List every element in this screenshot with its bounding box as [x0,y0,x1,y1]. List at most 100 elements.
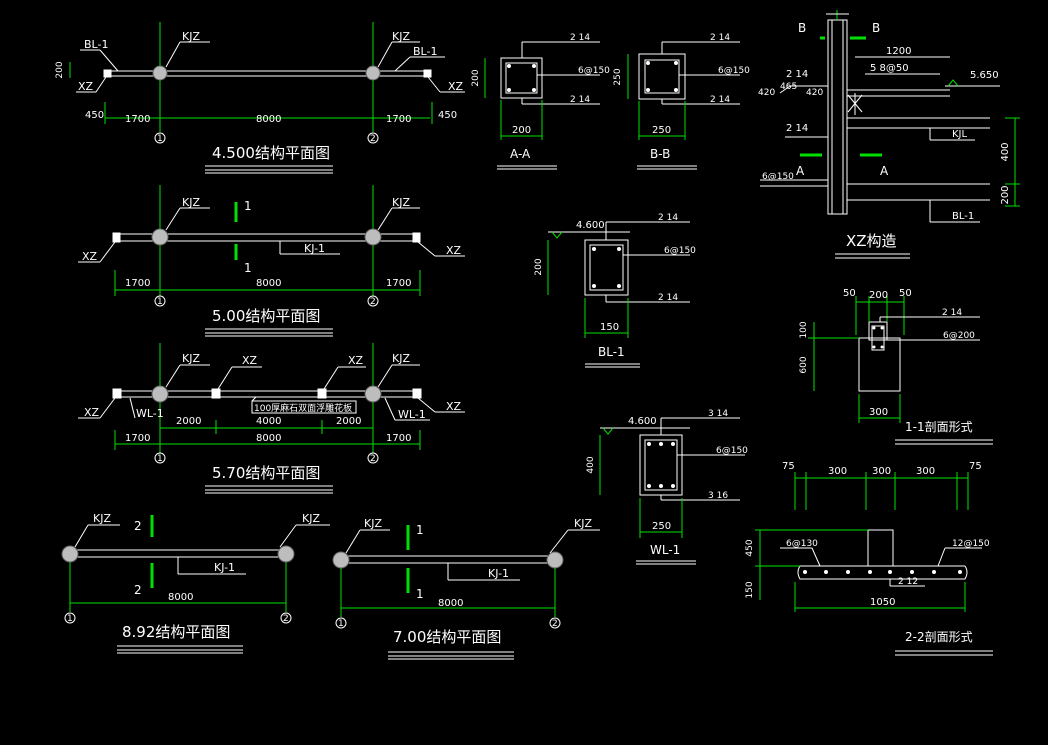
axis-bubble: 2 [370,297,376,307]
section-title: 1-1剖面形式 [905,420,973,434]
elev-label: 4.600 [628,416,657,427]
stirrup-label: 6@150 [718,66,750,76]
dim-label: 450 [745,539,755,556]
kjz-label: KJZ [364,517,382,530]
bl-label: BL-1 [413,45,437,58]
dim-label: 200 [869,290,888,301]
dim-label: 2000 [176,416,201,427]
kjz-column [546,551,564,569]
rebar-label: 2 14 [710,33,730,43]
dim-label: 4000 [256,416,281,427]
dim-label: 200 [471,69,481,86]
dim-label: 200 [512,125,531,136]
dim-label: 1700 [125,278,150,289]
section-mark: A [880,164,889,178]
section-mark: 1 [244,261,252,275]
section-mark: B [798,21,806,35]
dim-label: 450 [85,110,104,121]
kjz-label: KJZ [392,30,410,43]
section-wl1: 4.600 3 14 6@150 3 16 400 250 WL-1 [586,409,748,565]
dim-label: 1700 [386,278,411,289]
note-label: 100厚麻石双面浮雕花板 [254,402,352,414]
plan-700: 1 1 KJZ KJZ KJ-1 8000 1 2 7.00结构平面图 [332,517,600,660]
section-title: A-A [510,147,531,161]
dim-label: 1700 [125,433,150,444]
rebar-label: 2 14 [570,95,590,105]
section-mark: 2 [134,519,142,533]
dim-label: 50 [843,288,856,299]
dim-label: 1050 [870,597,895,608]
section-title: BL-1 [598,345,625,359]
dim-label: 1200 [886,46,911,57]
dim-label: 200 [1000,185,1011,204]
plan-4500: KJZ KJZ BL-1 BL-1 XZ XZ 200 450 450 1700… [55,22,465,174]
dim-label: 300 [872,466,891,477]
bl-label: BL-1 [952,211,974,222]
kj-label: KJ-1 [304,242,325,255]
kj-label: KJ-1 [214,561,235,574]
dim-label: 8000 [256,114,281,125]
kjz-label: KJZ [182,352,200,365]
kjz-column [364,228,382,246]
stirrup-label: 6@200 [943,331,975,341]
kjz-column [365,65,381,81]
kjz-label: KJZ [302,512,320,525]
dim-label: 8000 [168,592,193,603]
plan-title: 7.00结构平面图 [393,628,501,646]
plan-500: 1 1 KJZ KJZ KJ-1 XZ XZ 1700 8000 1700 1 … [78,185,465,337]
dim-label: 250 [652,521,671,532]
dim-label: 420 [758,88,775,98]
rebar-label: 2 14 [570,33,590,43]
dim-label: 1700 [386,114,411,125]
axis-bubble: 2 [370,454,376,464]
dim-label: 600 [799,356,809,373]
plan-570: KJZ KJZ XZ XZ XZ XZ WL-1 WL-1 100厚麻石双面浮雕… [78,343,465,494]
dim-label: 200 [534,258,544,275]
kjz-column [151,385,169,403]
dim-label: 300 [869,407,888,418]
axis-bubble: 1 [157,454,163,464]
kjz-column [364,385,382,403]
wl-label: WL-1 [136,407,164,420]
stirrup-label: 6@150 [664,246,696,256]
dim-label: 1700 [125,114,150,125]
kjz-column [61,545,79,563]
kjz-column [152,65,168,81]
xz-label: XZ [78,80,94,93]
bl-label: BL-1 [84,38,108,51]
section-aa: 2 14 6@150 2 14 200 200 A-A [471,33,610,170]
dim-label: 8000 [256,433,281,444]
axis-bubble: 1 [157,297,163,307]
wl-label: WL-1 [398,408,426,421]
dim-label: 75 [782,461,795,472]
dim-label: 400 [1000,142,1011,161]
rebar-label: 2 14 [786,69,808,80]
plan-title: 5.00结构平面图 [212,307,320,325]
axis-bubble: 1 [338,619,344,629]
stirrup-label: 6@150 [578,66,610,76]
section-mark: A [796,164,805,178]
dim-label: 300 [916,466,935,477]
dim-label: 300 [828,466,847,477]
stirrup-label: 6@150 [762,172,794,182]
plan-title: 5.70结构平面图 [212,464,320,482]
xz-label: XZ [446,400,462,413]
stirrup-label: 6@150 [716,446,748,456]
dim-label: 450 [438,110,457,121]
dim-label: 250 [613,68,623,85]
axis-bubble: 1 [157,134,163,144]
rebar-label: 3 16 [708,491,728,501]
axis-bubble: 2 [552,619,558,629]
xz-label: XZ [348,354,364,367]
kjz-label: KJZ [182,196,200,209]
section-bb: 2 14 6@150 2 14 250 250 B-B [613,33,750,170]
kjl-label: KJL [952,129,968,140]
stirrup-label: 6@130 [786,539,818,549]
dim-label: 200 [55,61,65,78]
xz-label: XZ [448,80,464,93]
section-mark: 2 [134,583,142,597]
elev-label: 5.650 [970,70,999,81]
dim-label: 400 [586,456,596,473]
section-22: 75 300 300 300 75 6@130 12@150 2 12 450 … [745,461,993,656]
